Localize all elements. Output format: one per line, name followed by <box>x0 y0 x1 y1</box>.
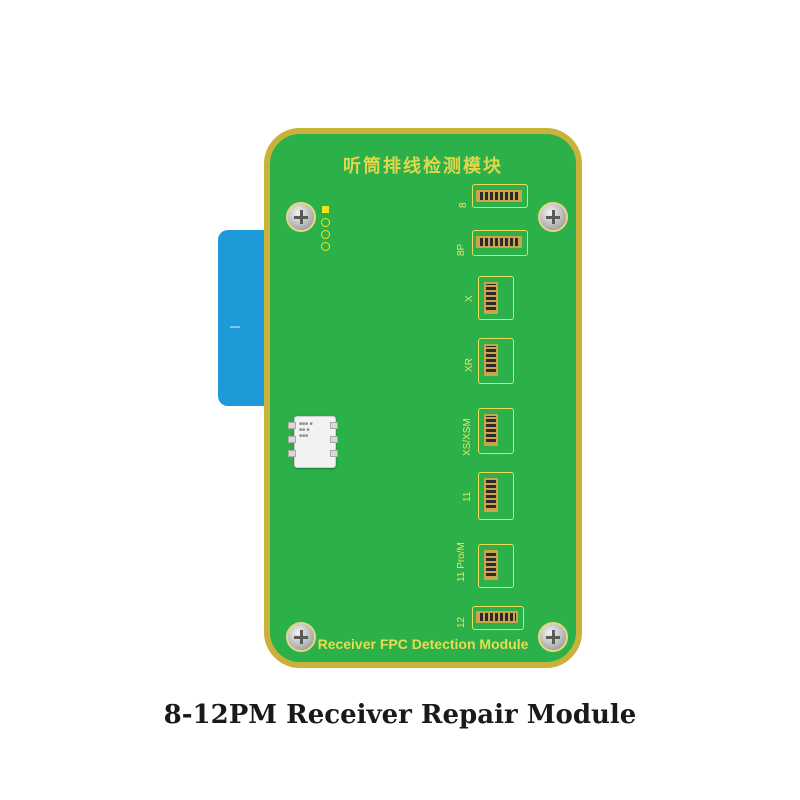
fpc-connector-x <box>484 282 498 314</box>
connector-label-8p: 8P <box>456 243 467 256</box>
product-caption: 8-12PM Receiver Repair Module <box>163 700 637 730</box>
board-title-chinese: 听筒排线检测模块 <box>343 156 503 177</box>
fpc-connector-11-pro-m <box>484 550 498 580</box>
fpc-connector-8 <box>476 190 522 202</box>
pin-round <box>321 218 330 227</box>
fpc-connector-8p <box>476 236 522 248</box>
connector-frame <box>478 276 514 320</box>
connector-label-11-pro-m: 11 Pro/M <box>456 542 467 582</box>
relay-leg <box>330 422 338 429</box>
connector-label-12: 12 <box>456 616 467 628</box>
connector-frame <box>472 606 524 630</box>
relay-leg <box>330 436 338 443</box>
connector-frame <box>478 338 514 384</box>
connector-label-8: 8 <box>458 202 469 208</box>
connector-label-x: X <box>464 295 475 302</box>
connector-frame <box>472 184 528 208</box>
screw-icon <box>538 622 568 652</box>
pin-round <box>321 230 330 239</box>
connector-frame <box>478 408 514 454</box>
screw-icon <box>286 622 316 652</box>
pin-round <box>321 242 330 251</box>
pin-square <box>322 206 329 213</box>
screw-icon <box>286 202 316 232</box>
fpc-connector-xs-xsm <box>484 414 498 446</box>
connector-label-xs-xsm: XS/XSM <box>462 418 473 456</box>
connector-frame <box>472 230 528 256</box>
connector-frame <box>478 544 514 588</box>
connector-frame <box>478 472 514 520</box>
fpc-connector-xr <box>484 344 498 376</box>
connector-label-xr: XR <box>464 358 475 372</box>
relay-leg <box>288 450 296 457</box>
board-label: Receiver FPC Detection Module <box>317 636 529 652</box>
relay-leg <box>288 422 296 429</box>
pcb-board: 听筒排线检测模块 ■■■ ■■■ ■■■■ 8 8P X XR XS/XSM 1… <box>264 128 582 668</box>
connector-label-11: 11 <box>462 491 473 502</box>
tab-grip-mark <box>230 318 240 328</box>
relay-leg <box>330 450 338 457</box>
fpc-connector-11 <box>484 478 498 512</box>
relay-marking: ■■■ ■■■ ■■■■ <box>299 421 313 439</box>
screw-icon <box>538 202 568 232</box>
fpc-connector-12 <box>476 611 518 623</box>
relay-leg <box>288 436 296 443</box>
